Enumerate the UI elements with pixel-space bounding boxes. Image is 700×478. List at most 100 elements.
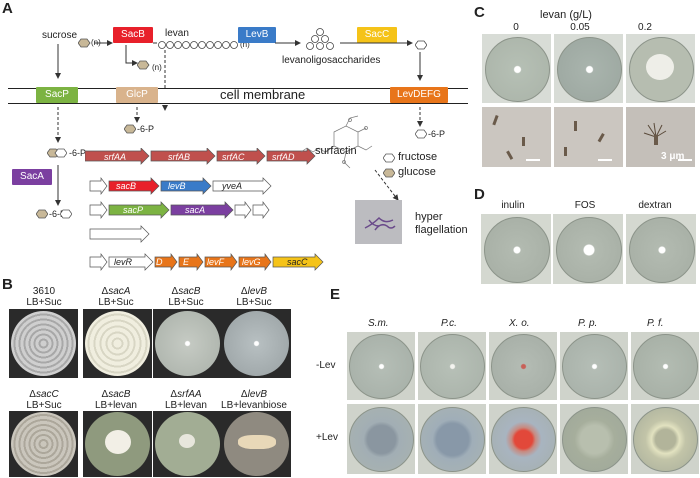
glucose-n: (n) bbox=[152, 63, 162, 72]
d-plate-2 bbox=[626, 214, 696, 284]
panel-label-d: D bbox=[474, 186, 485, 203]
pathway-arrows bbox=[55, 40, 423, 206]
gene-levg: levG bbox=[242, 257, 261, 267]
fructose-6p-label: -6-P bbox=[428, 129, 446, 139]
surfactin-structure-icon bbox=[300, 115, 373, 169]
c-plate-0 bbox=[482, 34, 551, 103]
c-conc-0: 0 bbox=[513, 22, 519, 33]
e-plate-plus-2 bbox=[489, 404, 557, 474]
gene-sacc: sacC bbox=[287, 257, 308, 267]
legend-fructose: fructose bbox=[398, 151, 438, 163]
gene-sacb: sacB bbox=[116, 181, 137, 191]
levdefg-transporter: LevDEFG bbox=[390, 87, 448, 103]
c-micrograph-1 bbox=[554, 107, 623, 167]
e-plate-plus-1 bbox=[418, 404, 486, 474]
b-plate-8 bbox=[222, 411, 291, 477]
sacb-enzyme: SacB bbox=[113, 27, 153, 43]
c-micrograph-0 bbox=[482, 107, 551, 167]
legend-glucose: glucose bbox=[398, 166, 436, 178]
glcp-transporter: GlcP bbox=[116, 87, 158, 103]
d-name-1: FOS bbox=[574, 200, 596, 211]
sacc-enzyme: SacC bbox=[357, 27, 397, 43]
hyper-label: hyper flagellation bbox=[415, 211, 468, 236]
hyperflagellation-image bbox=[355, 200, 402, 244]
gene-levb: levB bbox=[168, 181, 186, 191]
e-species-3: P. p. bbox=[578, 318, 598, 329]
levb-enzyme: LevB bbox=[238, 27, 276, 43]
sucrose-label: sucrose bbox=[42, 30, 78, 41]
levanoligo-label: levanoligosaccharides bbox=[282, 55, 381, 66]
b-plate-6 bbox=[83, 411, 152, 477]
levan-label: levan bbox=[165, 28, 189, 39]
b-plate-5 bbox=[9, 411, 78, 477]
gene-srfab: srfAB bbox=[168, 152, 191, 162]
d-name-2: dextran bbox=[638, 200, 672, 211]
b-plate-4 bbox=[222, 309, 291, 378]
c-conc-1: 0.05 bbox=[570, 22, 590, 33]
glucose-legend-icon bbox=[383, 168, 395, 178]
fructose-legend-icon bbox=[383, 153, 395, 163]
c-scale-label: 3 μm bbox=[661, 151, 685, 162]
saca-enzyme: SacA bbox=[12, 169, 52, 185]
gene-srfac: srfAC bbox=[222, 152, 245, 162]
c-title: levan (g/L) bbox=[540, 9, 592, 21]
e-plate-plus-4 bbox=[631, 404, 699, 474]
gene-levr: levR bbox=[114, 257, 133, 267]
levan-chain-icon bbox=[158, 41, 238, 49]
panel-label-a: A bbox=[2, 0, 13, 17]
e-plate-minus-3 bbox=[560, 332, 628, 400]
oligo-pyramid-icon bbox=[306, 28, 334, 50]
e-row-minus: -Lev bbox=[316, 360, 336, 371]
glucose-n-icon bbox=[137, 60, 150, 70]
e-plate-minus-2 bbox=[489, 332, 557, 400]
glucose-6p-icon-2 bbox=[36, 209, 48, 219]
gene-d: D bbox=[156, 257, 163, 267]
e-species-1: P.c. bbox=[441, 318, 457, 329]
levan-n: (n) bbox=[240, 40, 250, 49]
b-plate-2 bbox=[83, 309, 152, 378]
glucose-6p-label: -6-P bbox=[137, 124, 155, 134]
e-row-plus: +Lev bbox=[316, 432, 338, 443]
c-plate-1 bbox=[554, 34, 623, 103]
gene-e: E bbox=[183, 257, 190, 267]
b-plate-7 bbox=[153, 411, 222, 477]
b-plate-1 bbox=[9, 309, 78, 378]
c-plate-2 bbox=[626, 34, 695, 103]
e-species-0: S.m. bbox=[368, 318, 389, 329]
sacp-transporter: SacP bbox=[36, 87, 78, 103]
gene-srfaa: srfAA bbox=[104, 152, 127, 162]
e-plate-minus-1 bbox=[418, 332, 486, 400]
surfactin-label: surfactin bbox=[315, 145, 357, 157]
gene-levf: levF bbox=[207, 257, 225, 267]
gene-yvea: yveA bbox=[222, 181, 243, 191]
sucrose-icon bbox=[78, 38, 91, 48]
gene-sacp: sacP bbox=[123, 205, 144, 215]
glucose-6p-icon bbox=[124, 124, 136, 134]
d-plate-0 bbox=[481, 214, 551, 284]
panel-label-e: E bbox=[330, 286, 341, 303]
fructose-icon-b bbox=[60, 209, 72, 219]
e-species-2: X. o. bbox=[509, 318, 530, 329]
e-plate-plus-0 bbox=[347, 404, 415, 474]
membrane-label: cell membrane bbox=[220, 87, 306, 102]
sucrose-6p-label: -6-P bbox=[69, 148, 87, 158]
fructose-6p-icon bbox=[415, 129, 427, 139]
e-plate-minus-4 bbox=[631, 332, 699, 400]
c-micrograph-2 bbox=[626, 107, 695, 167]
sucrose-6p-icon bbox=[47, 148, 67, 158]
gene-saca: sacA bbox=[185, 205, 206, 215]
operon-diagram bbox=[85, 148, 324, 272]
fructose-mono-icon bbox=[415, 40, 427, 50]
glucose-6p-label-2: -6-P bbox=[49, 209, 67, 219]
panel-label-c: C bbox=[474, 4, 485, 21]
d-plate-1 bbox=[553, 214, 623, 284]
d-name-0: inulin bbox=[501, 200, 525, 211]
